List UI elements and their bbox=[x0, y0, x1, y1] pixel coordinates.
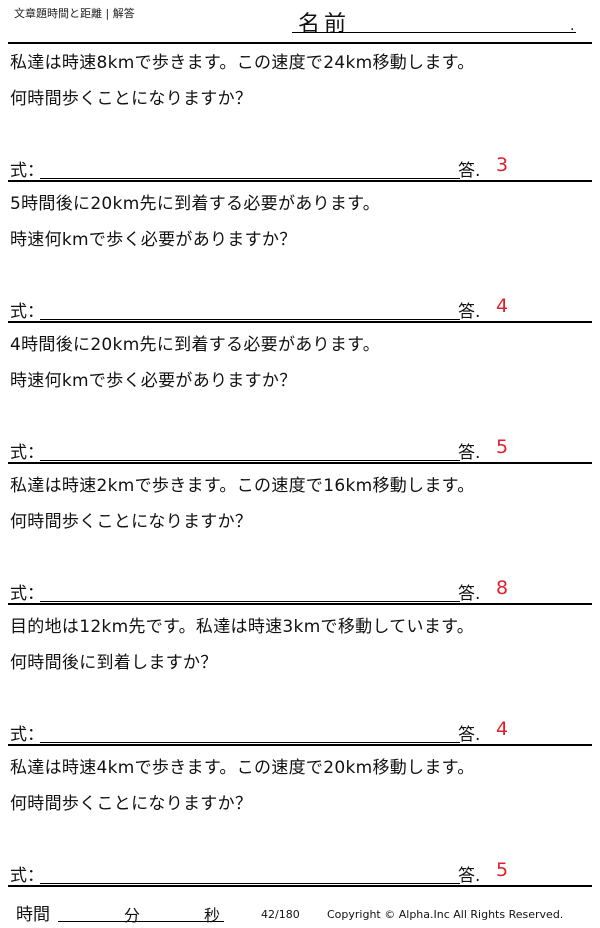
seconds-label: 秒 bbox=[204, 906, 221, 925]
question-line-2: 何時間歩くことになりますか？ bbox=[10, 89, 253, 109]
answer-value: 4 bbox=[496, 718, 509, 740]
problem-2: 5時間後に20km先に到着する必要があります。 時速何kmで歩く必要がありますか… bbox=[8, 185, 592, 325]
question-line-1: 目的地は12km先です。私達は時速3kmで移動しています。 bbox=[10, 617, 475, 637]
copyright-text: Copyright © Alpha.Inc All Rights Reserve… bbox=[327, 908, 564, 921]
problem-1: 私達は時速8kmで歩きます。この速度で24km移動します。 何時間歩くことになり… bbox=[8, 44, 592, 184]
formula-label: 式： bbox=[10, 443, 44, 463]
problem-divider bbox=[8, 462, 592, 464]
bottom-divider bbox=[8, 885, 592, 887]
question-line-1: 私達は時速8kmで歩きます。この速度で24km移動します。 bbox=[10, 53, 475, 73]
time-input-line[interactable] bbox=[58, 921, 224, 922]
formula-input-line[interactable] bbox=[40, 742, 460, 743]
minutes-label: 分 bbox=[124, 906, 141, 925]
formula-label: 式： bbox=[10, 302, 44, 322]
time-label: 時間 bbox=[16, 905, 50, 925]
formula-label: 式： bbox=[10, 866, 44, 886]
formula-label: 式： bbox=[10, 725, 44, 745]
question-line-2: 何時間歩くことになりますか？ bbox=[10, 512, 253, 532]
problem-5: 目的地は12km先です。私達は時速3kmで移動しています。 何時間後に到着します… bbox=[8, 608, 592, 748]
problem-divider bbox=[8, 744, 592, 746]
formula-label: 式： bbox=[10, 161, 44, 181]
problem-divider bbox=[8, 321, 592, 323]
answer-value: 3 bbox=[496, 154, 509, 176]
question-line-1: 私達は時速2kmで歩きます。この速度で16km移動します。 bbox=[10, 476, 475, 496]
answer-label: 答. bbox=[458, 866, 481, 886]
top-divider bbox=[8, 42, 592, 44]
question-line-1: 4時間後に20km先に到着する必要があります。 bbox=[10, 335, 381, 355]
name-field-line[interactable] bbox=[292, 32, 576, 33]
question-line-1: 5時間後に20km先に到着する必要があります。 bbox=[10, 194, 381, 214]
formula-input-line[interactable] bbox=[40, 319, 460, 320]
name-field-dot: . bbox=[570, 18, 575, 34]
question-line-2: 何時間後に到着しますか？ bbox=[10, 653, 218, 673]
answer-value: 4 bbox=[496, 295, 509, 317]
answer-value: 8 bbox=[496, 577, 509, 599]
answer-value: 5 bbox=[496, 436, 509, 458]
formula-input-line[interactable] bbox=[40, 883, 460, 884]
answer-label: 答. bbox=[458, 725, 481, 745]
problem-4: 私達は時速2kmで歩きます。この速度で16km移動します。 何時間歩くことになり… bbox=[8, 467, 592, 607]
problem-3: 4時間後に20km先に到着する必要があります。 時速何kmで歩く必要がありますか… bbox=[8, 326, 592, 466]
problem-divider bbox=[8, 603, 592, 605]
page-number: 42/180 bbox=[261, 908, 300, 921]
worksheet-title: 文章題時間と距離 | 解答 bbox=[14, 7, 135, 20]
problem-divider bbox=[8, 180, 592, 182]
answer-label: 答. bbox=[458, 161, 481, 181]
answer-label: 答. bbox=[458, 302, 481, 322]
formula-input-line[interactable] bbox=[40, 460, 460, 461]
answer-value: 5 bbox=[496, 859, 509, 881]
answer-label: 答. bbox=[458, 584, 481, 604]
answer-label: 答. bbox=[458, 443, 481, 463]
question-line-2: 時速何kmで歩く必要がありますか？ bbox=[10, 230, 297, 250]
question-line-2: 時速何kmで歩く必要がありますか？ bbox=[10, 371, 297, 391]
problem-6: 私達は時速4kmで歩きます。この速度で20km移動します。 何時間歩くことになり… bbox=[8, 749, 592, 889]
question-line-2: 何時間歩くことになりますか？ bbox=[10, 794, 253, 814]
formula-input-line[interactable] bbox=[40, 178, 460, 179]
formula-input-line[interactable] bbox=[40, 601, 460, 602]
name-label: 名前 bbox=[298, 12, 351, 37]
question-line-1: 私達は時速4kmで歩きます。この速度で20km移動します。 bbox=[10, 758, 475, 778]
formula-label: 式： bbox=[10, 584, 44, 604]
